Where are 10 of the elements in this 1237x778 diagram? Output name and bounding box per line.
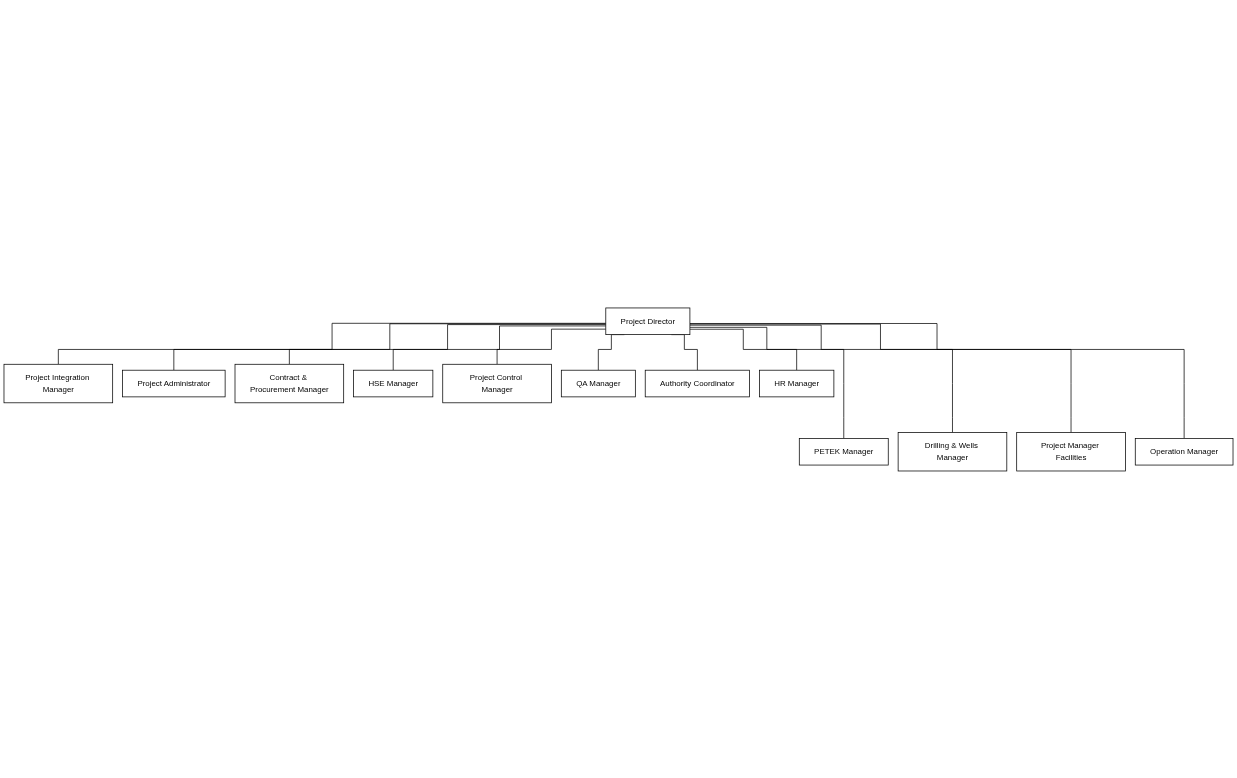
connector	[392, 325, 607, 371]
connector	[689, 326, 845, 439]
connector	[689, 322, 1185, 439]
connector	[173, 322, 607, 371]
connector	[689, 323, 1072, 433]
connector	[289, 323, 607, 365]
connector	[689, 328, 798, 371]
connector	[57, 322, 607, 365]
connector	[689, 324, 953, 433]
connector	[496, 328, 607, 365]
